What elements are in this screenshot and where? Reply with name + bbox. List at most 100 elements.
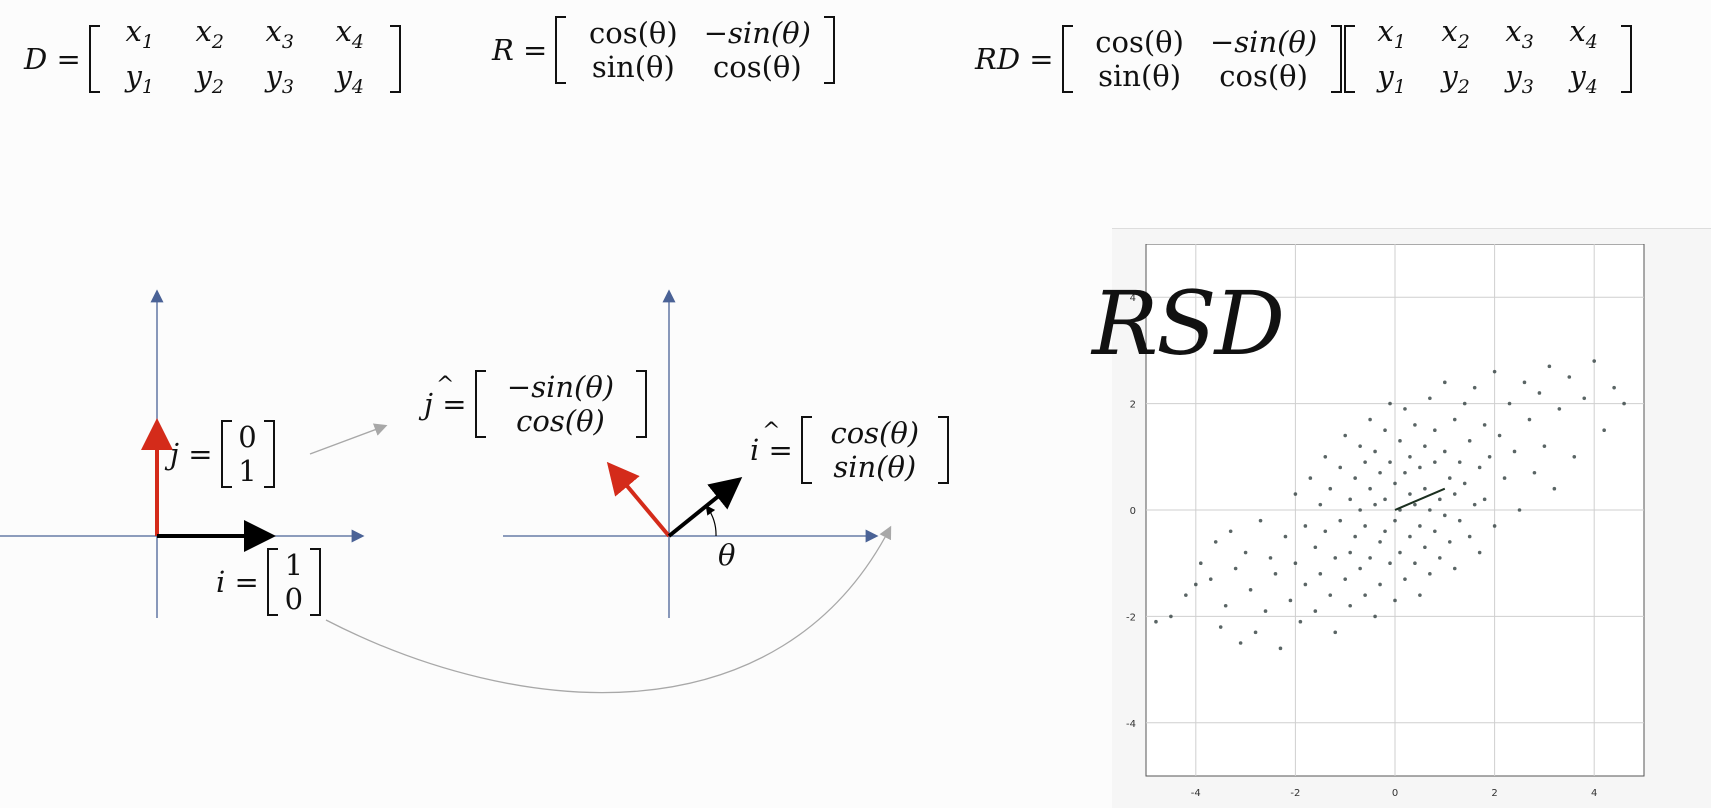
scatter-point: [1378, 470, 1382, 475]
scatter-point: [1522, 380, 1527, 385]
scatter-point: [1363, 524, 1367, 528]
y-tick-label: 4: [1130, 293, 1136, 304]
scatter-point: [1333, 556, 1338, 560]
scatter-point: [1393, 481, 1397, 486]
scatter-point: [1348, 497, 1352, 502]
rotation-matrix-formula: R = cos(θ) −sin(θ) sin(θ) cos(θ): [492, 16, 836, 84]
scatter-point: [1472, 385, 1477, 390]
scatter-point: [1373, 502, 1377, 507]
scatter-point: [1462, 401, 1467, 406]
scatter-point: [1413, 423, 1417, 427]
scatter-point: [1398, 550, 1402, 555]
scatter-point: [1542, 444, 1547, 448]
matrix-cell: x4: [335, 14, 364, 53]
scatter-point: [1403, 407, 1407, 411]
x-tick-label: 0: [1392, 788, 1398, 799]
matrix-cell: cos(θ): [1219, 58, 1308, 93]
scatter-point: [1403, 470, 1407, 475]
scatter-point: [1438, 497, 1442, 502]
scatter-point: [1238, 641, 1243, 645]
scatter-point: [1288, 598, 1293, 603]
scatter-point: [1622, 401, 1626, 406]
scatter-point: [1452, 417, 1457, 422]
scatter-point: [1592, 359, 1596, 363]
scatter-point: [1169, 614, 1173, 619]
i-vector-label: i = 1 0: [216, 548, 321, 616]
scatter-point: [1343, 433, 1347, 438]
matrix-d-lhs: D =: [24, 41, 81, 76]
x-tick-label: 4: [1591, 788, 1597, 799]
x-tick-label: -2: [1290, 788, 1300, 799]
scatter-point: [1243, 550, 1248, 555]
j-hat-vector-label: j = −sin(θ) cos(θ): [424, 370, 647, 438]
scatter-point: [1482, 423, 1487, 427]
scatter-point: [1358, 566, 1362, 571]
scatter-point: [1223, 603, 1228, 608]
scatter-point: [1418, 465, 1422, 470]
scatter-point: [1378, 582, 1382, 587]
matrix-cell: y3: [265, 58, 295, 98]
scatter-point: [1393, 598, 1397, 603]
scatter-point: [1527, 417, 1532, 422]
matrix-cell: y4: [1569, 58, 1598, 98]
scatter-point: [1413, 502, 1417, 507]
matrix-cell: x4: [1569, 14, 1598, 53]
matrix-cell: −sin(θ): [703, 16, 811, 50]
matrix-cell: x1: [1377, 14, 1406, 53]
rd-product-lhs: RD =: [975, 41, 1054, 76]
scatter-point: [1428, 508, 1432, 512]
scatter-point: [1373, 449, 1377, 454]
scatter-point: [1293, 561, 1298, 565]
scatter-point: [1438, 556, 1442, 560]
scatter-point: [1398, 439, 1402, 443]
scatter-point: [1298, 619, 1303, 624]
scatter-point: [1368, 556, 1372, 560]
scatter-point: [1313, 609, 1318, 613]
scatter-point: [1194, 582, 1198, 587]
scatter-point: [1378, 540, 1382, 544]
scatter-point: [1433, 460, 1437, 464]
scatter-point: [1283, 534, 1288, 539]
scatter-point: [1507, 401, 1512, 406]
matrix-cell: sin(θ): [1098, 58, 1182, 93]
scatter-point: [1418, 593, 1422, 597]
scatter-point: [1363, 460, 1367, 464]
scatter-point: [1353, 534, 1357, 539]
scatter-point: [1363, 593, 1367, 597]
scatter-point: [1408, 455, 1412, 459]
scatter-point: [1443, 449, 1447, 454]
scatter-point: [1557, 407, 1562, 411]
matrix-d-formula: D = x1 x2 x3 x4 y1 y2 y3 y4: [24, 16, 401, 102]
scatter-point: [1303, 582, 1308, 587]
j-vector-label: j = 0 1: [170, 420, 275, 488]
i-hat-vector-label: i = cos(θ) sin(θ): [750, 416, 949, 484]
scatter-point: [1184, 593, 1188, 597]
scatter-point: [1233, 566, 1238, 571]
scatter-point: [1248, 588, 1253, 592]
scatter-point: [1208, 577, 1213, 581]
scatter-point: [1452, 566, 1457, 571]
scatter-point: [1258, 518, 1263, 523]
matrix-cell: y4: [335, 58, 365, 98]
scatter-point: [1388, 460, 1392, 464]
scatter-point: [1512, 449, 1517, 454]
scatter-point: [1278, 646, 1283, 651]
theta-label: θ: [718, 538, 736, 572]
scatter-point: [1338, 518, 1343, 523]
scatter-point: [1447, 540, 1452, 544]
matrix-cell: x3: [1505, 14, 1534, 53]
scatter-point: [1428, 396, 1432, 401]
matrix-cell: x3: [265, 14, 294, 53]
scatter-point: [1358, 508, 1362, 512]
i-mapping-connector: [325, 525, 892, 694]
scatter-point: [1328, 593, 1333, 597]
j-hat-arrow: [606, 461, 671, 538]
scatter-point: [1388, 561, 1392, 565]
scatter-point: [1273, 572, 1278, 576]
matrix-cell: x2: [1441, 14, 1470, 53]
rd-product-formula: RD = cos(θ) −sin(θ) sin(θ) cos(θ) x1 x2 …: [975, 16, 1632, 102]
scatter-point: [1318, 572, 1323, 576]
matrix-cell: cos(θ): [1095, 24, 1184, 59]
scatter-point: [1467, 534, 1472, 539]
